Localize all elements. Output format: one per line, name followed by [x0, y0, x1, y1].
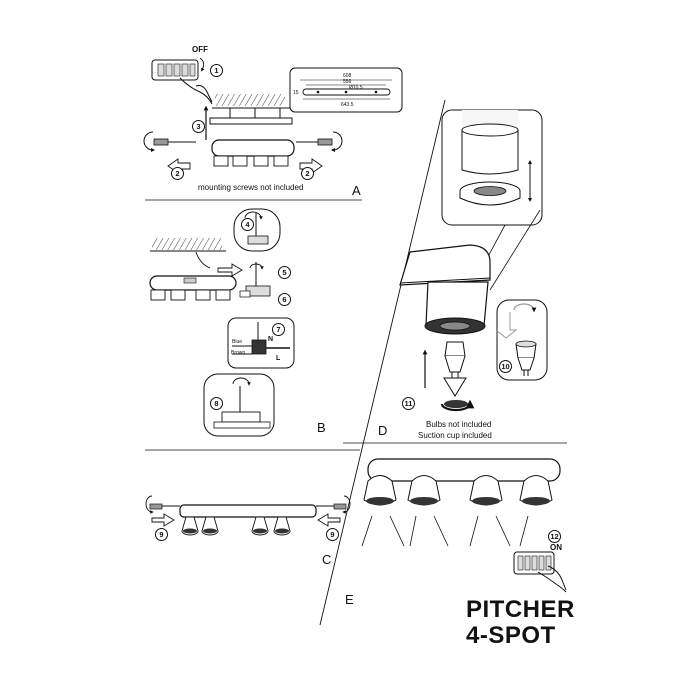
ceiling-b [152, 238, 222, 250]
step-11-badge: 11 [402, 397, 415, 410]
switch-on-illustration [513, 551, 567, 593]
step-3-badge: 3 [192, 120, 205, 133]
lamp-body-c [179, 504, 317, 518]
wire-n-label: N [268, 336, 274, 343]
step-6-badge: 6 [278, 293, 291, 306]
product-title-line2: 4-SPOT [466, 622, 556, 649]
switch-on-label: ON [550, 543, 562, 552]
detail-4 [233, 208, 281, 252]
section-d [399, 109, 548, 412]
screwdriver-right [296, 131, 343, 152]
dim-15: 15 [293, 90, 299, 96]
step-2-badge-right: 2 [301, 167, 314, 180]
step-10-badge: 10 [499, 360, 512, 373]
section-label-a: A [352, 183, 361, 198]
suction-note: Suction cup included [418, 431, 492, 440]
step-12-badge: 12 [548, 530, 561, 543]
step-8-badge: 8 [210, 397, 223, 410]
step-7-badge: 7 [272, 323, 285, 336]
separator-diagonal [319, 99, 446, 626]
dim-556: 556 [343, 79, 352, 85]
section-a [143, 57, 403, 174]
step-9-badge-left: 9 [155, 528, 168, 541]
dim-608: 608 [343, 73, 352, 79]
bulbs-note: Bulbs not included [426, 420, 492, 429]
section-label-e: E [345, 592, 354, 607]
mounting-note: mounting screws not included [198, 183, 304, 192]
dim-10-5: Ø10.5 [349, 85, 363, 91]
switch-off-label: OFF [192, 45, 208, 54]
wire-brown-label: Brown [231, 350, 246, 356]
step-4-badge: 4 [241, 218, 254, 231]
screwdriver-left [143, 131, 196, 152]
dimension-drawing [289, 67, 403, 113]
gu10-bulb-d [444, 341, 466, 378]
mounting-bracket [209, 117, 293, 125]
section-e [361, 458, 567, 593]
lamp-body-a [211, 139, 295, 157]
product-title-line1: PITCHER [466, 596, 575, 623]
step-9-badge-right: 9 [326, 528, 339, 541]
step-1-badge: 1 [210, 64, 223, 77]
lamp-body-d [399, 244, 491, 286]
section-label-c: C [322, 552, 332, 567]
lamp-body-e [367, 458, 561, 482]
section-label-d: D [378, 423, 388, 438]
wire-blue-label: Blue [232, 339, 243, 345]
dim-643-5: 643.5 [341, 102, 354, 108]
step-5-badge: 5 [278, 266, 291, 279]
section-c [145, 495, 351, 536]
wire-l-label: L [276, 355, 281, 362]
step-2-badge-left: 2 [171, 167, 184, 180]
section-label-b: B [317, 420, 326, 435]
switch-off-illustration [151, 57, 213, 105]
ceiling [215, 94, 285, 106]
